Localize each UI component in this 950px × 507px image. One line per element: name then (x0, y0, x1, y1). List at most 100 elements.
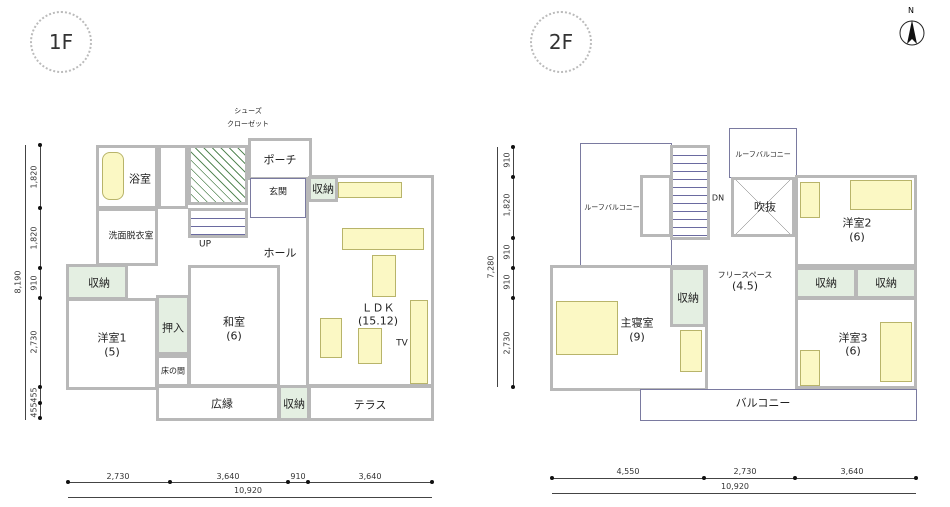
washroom-label: 洗面脱衣室 (108, 231, 154, 242)
dim-tick (38, 206, 42, 210)
master-label: 主寝室 (620, 316, 654, 330)
dim-tick (38, 416, 42, 420)
tv-stand (410, 300, 428, 384)
free-space-label: フリースペース (717, 270, 773, 280)
bed-3 (880, 322, 912, 382)
sofa (320, 318, 342, 358)
dim-tick (511, 385, 515, 389)
dim-line-v (497, 147, 498, 387)
free-space-size: (4.5) (731, 279, 759, 293)
storage-small-label: 収納 (283, 397, 305, 411)
western2-size: (6) (849, 230, 865, 244)
porch-label: ポーチ (263, 153, 297, 167)
dim-v-6: 455 (29, 402, 39, 418)
dim-v-3: 910 (29, 275, 39, 291)
oshiire-label: 押入 (162, 321, 184, 335)
storage-b-label: 収納 (875, 276, 897, 290)
coffee-table (358, 328, 382, 364)
hiroen-veranda (156, 385, 280, 421)
tokonoma-label: 床の間 (161, 366, 185, 376)
entrance-area (250, 178, 306, 218)
hall-label: ホール (263, 246, 297, 260)
floor-2-badge: 2F (530, 11, 592, 73)
entrance-label: 玄関 (268, 187, 288, 198)
ldk-label: ＬＤＫ (361, 301, 395, 315)
western-room-1 (66, 298, 158, 390)
up-label: UP (198, 239, 212, 250)
dim-v-3: 910 (502, 244, 512, 260)
dim-v-2: 1,820 (502, 193, 512, 217)
dim-h-total: 10,920 (234, 486, 262, 495)
washitsu-label: 和室 (223, 315, 245, 329)
dim-line-v (40, 145, 41, 420)
hiroen-label: 広縁 (211, 397, 233, 411)
dim-tick (38, 296, 42, 300)
dim-v-5: 2,730 (502, 331, 512, 355)
balcony (640, 389, 917, 421)
staircase-2f (670, 145, 710, 240)
dim-tick (286, 480, 290, 484)
storage-west-label: 収納 (88, 276, 110, 290)
terrace (308, 385, 434, 421)
balcony-label: バルコニー (735, 396, 791, 410)
dim-tick (793, 476, 797, 480)
toilet-1f (158, 145, 188, 209)
dim-h-3: 3,640 (840, 467, 864, 476)
shoe-closet (188, 145, 248, 205)
dim-h-3: 910 (290, 472, 306, 481)
dim-tick (38, 266, 42, 270)
dim-tick (511, 266, 515, 270)
dim-h-4: 3,640 (358, 472, 382, 481)
north-compass: N (898, 6, 926, 50)
roof-balcony-north-label: ルーフバルコニー (735, 150, 791, 159)
bed-2 (850, 180, 912, 210)
dim-v-4: 910 (502, 274, 512, 290)
void-atrium (731, 177, 795, 237)
dim-tick (430, 480, 434, 484)
dim-v-total: 7,280 (486, 255, 496, 279)
north-arrow-icon (899, 20, 925, 46)
washitsu-size: (6) (226, 329, 242, 343)
dim-tick (66, 480, 70, 484)
master-bed (556, 301, 618, 355)
storage-entry-label: 収納 (312, 182, 334, 196)
western3-size: (6) (845, 344, 861, 358)
terrace-label: テラス (353, 398, 387, 412)
western1-label: 洋室1 (97, 331, 127, 345)
roof-balcony-north (729, 128, 797, 178)
kitchen-back-counter (338, 182, 402, 198)
dim-tick (38, 401, 42, 405)
master-size: (9) (629, 330, 645, 344)
dim-h-2: 3,640 (216, 472, 240, 481)
dim-tick (306, 480, 310, 484)
western3-label: 洋室3 (838, 331, 868, 345)
washroom (96, 208, 158, 266)
shoe-closet-label: シューズ クローゼット (227, 107, 269, 128)
kitchen-counter (342, 228, 424, 250)
dim-tick (168, 480, 172, 484)
dim-line-h (68, 497, 432, 498)
japanese-room (188, 265, 280, 387)
dim-v-1: 1,820 (29, 165, 39, 189)
dim-line-h (68, 482, 432, 483)
dim-line-h (552, 493, 916, 494)
dim-tick (550, 476, 554, 480)
dim-tick (702, 476, 706, 480)
desk-3 (800, 350, 820, 386)
storage-a-label: 収納 (815, 276, 837, 290)
dim-h-1: 4,550 (616, 467, 640, 476)
dim-tick (38, 143, 42, 147)
storage-c-label: 収納 (677, 291, 699, 305)
dim-tick (511, 175, 515, 179)
dim-v-1: 910 (502, 152, 512, 168)
dim-tick (511, 296, 515, 300)
floor-1-badge: 1F (30, 11, 92, 73)
roof-balcony-west-label: ルーフバルコニー (584, 203, 640, 212)
storage-west (66, 264, 128, 300)
dim-v-total: 8,190 (13, 270, 23, 294)
desk-2 (800, 182, 820, 218)
dining-table (372, 255, 396, 297)
dim-h-1: 2,730 (106, 472, 130, 481)
bath-label: 浴室 (129, 172, 151, 186)
